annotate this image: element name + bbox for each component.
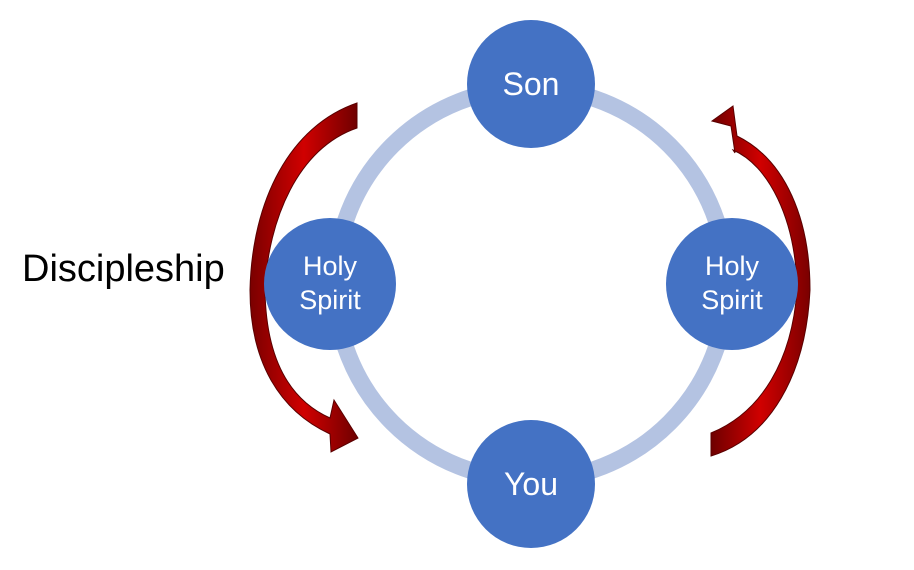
node-holy-spirit-right: Holy Spirit — [666, 218, 798, 350]
node-holy-spirit-right-line2: Spirit — [701, 285, 763, 315]
node-holy-spirit-left: Holy Spirit — [264, 218, 396, 350]
node-holy-spirit-left-line1: Holy — [302, 251, 357, 282]
left-curved-arrow — [249, 102, 359, 453]
node-you: You — [467, 420, 595, 548]
discipleship-label: Discipleship — [22, 248, 225, 290]
node-you-label: You — [504, 465, 558, 502]
right-curved-arrow — [710, 105, 811, 457]
node-son-label: Son — [502, 65, 560, 102]
node-son: Son — [467, 20, 595, 148]
node-holy-spirit-left-line2: Spirit — [299, 285, 361, 315]
node-holy-spirit-right-line1: Holy — [704, 251, 759, 282]
